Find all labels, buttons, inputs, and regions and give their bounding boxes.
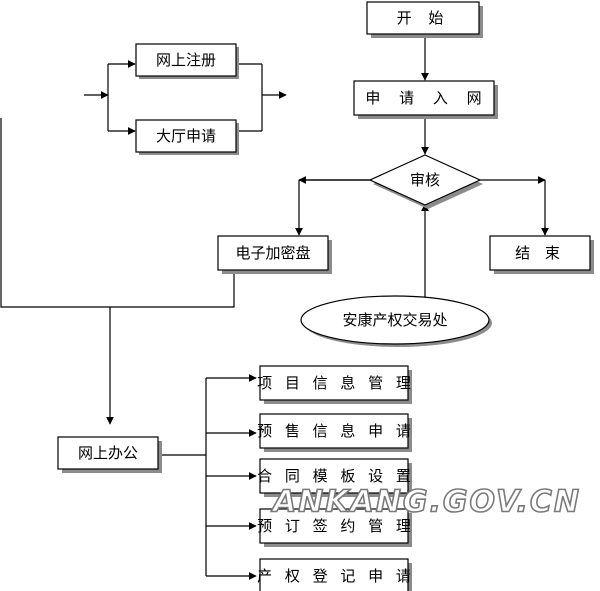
- office-item-box: [259, 413, 409, 449]
- ankang-office-ellipse: [300, 295, 490, 345]
- online-register-label: 网上注册: [156, 51, 216, 69]
- office-item-box: [259, 365, 409, 401]
- office-item-label: 预 售 信 息 申 请: [257, 422, 415, 440]
- office-item-box: [259, 458, 409, 494]
- office-item-label: 合 同 模 板 设 置: [257, 467, 415, 485]
- review-diamond: [368, 154, 482, 206]
- hall-apply-box: [135, 119, 237, 153]
- apply-network-box: [353, 80, 495, 116]
- office-item-label: 产 权 登 记 申 请: [257, 567, 415, 585]
- node-shapes: [57, 1, 594, 591]
- start-box: [366, 1, 480, 35]
- office-item-label: 项 目 信 息 管 理: [257, 374, 415, 392]
- office-item-box: [259, 558, 409, 591]
- node-labels: 开 始 申 请 入 网 审核 电子加密盘 结 束 安康产权交易处 网上注册 大厅…: [78, 9, 565, 585]
- watermark: ANKANG.GOV.CN: [271, 485, 581, 520]
- apply-network-label: 申 请 入 网: [365, 89, 488, 107]
- review-label: 审核: [410, 171, 440, 189]
- ekey-label: 电子加密盘: [235, 244, 310, 262]
- online-office-box: [57, 436, 159, 470]
- end-label: 结 束: [515, 244, 565, 262]
- ekey-box: [217, 235, 329, 271]
- online-office-label: 网上办公: [78, 444, 138, 462]
- hall-apply-label: 大厅申请: [156, 127, 216, 145]
- connectors: [0, 37, 549, 580]
- office-item-label: 预 订 签 约 管 理: [257, 517, 415, 535]
- online-register-box: [135, 43, 237, 77]
- end-box: [489, 235, 591, 271]
- start-label: 开 始: [397, 9, 450, 27]
- ankang-office-label: 安康产权交易处: [342, 311, 447, 329]
- office-item-box: [259, 508, 409, 544]
